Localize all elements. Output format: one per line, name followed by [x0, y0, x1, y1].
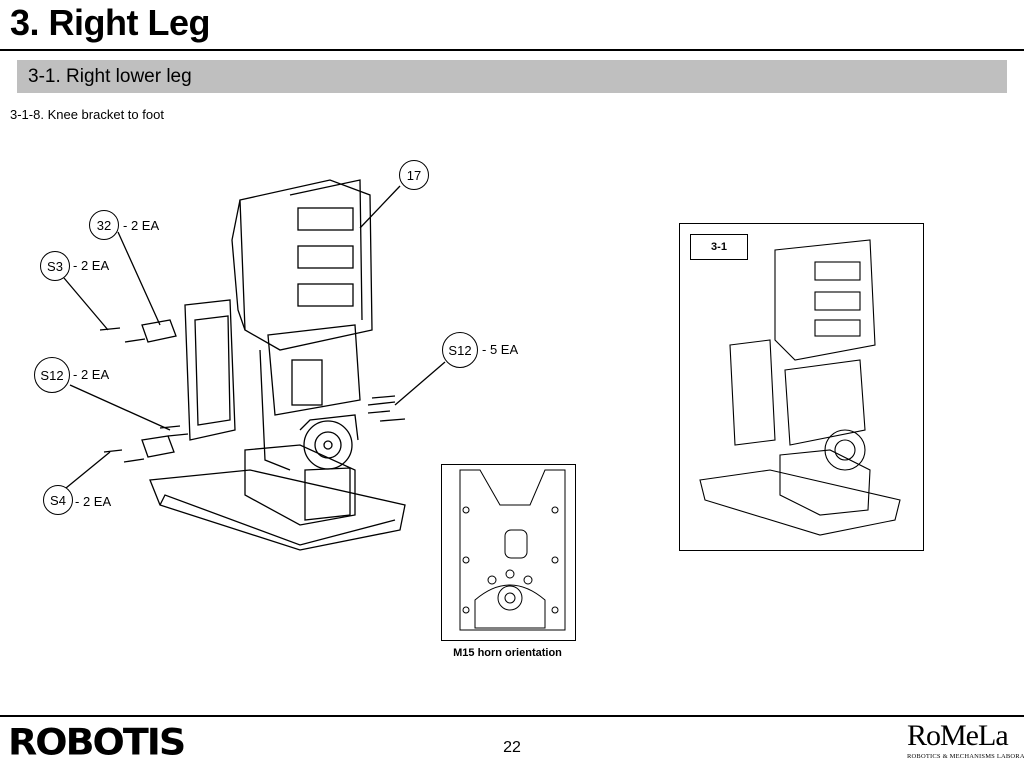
inset-frame — [679, 223, 924, 551]
section-title: 3-1. Right lower leg — [28, 66, 192, 87]
callout-32: 32 — [89, 210, 119, 240]
section-bar — [17, 60, 1007, 93]
callout-s12-right: S12 — [442, 332, 478, 368]
callout-32-qty: - 2 EA — [123, 218, 160, 233]
robotis-logo: ROBOTIS — [8, 721, 186, 763]
callout-32-id: 32 — [96, 217, 112, 233]
page-title: 3. Right Leg — [10, 2, 211, 43]
title-divider — [0, 49, 1024, 51]
romela-logo-word: RoMeLa — [907, 719, 1009, 752]
callout-s12-left-qty: - 2 EA — [73, 367, 110, 382]
callout-s12-right-id: S12 — [448, 342, 472, 358]
romela-logo-subtitle: ROBOTICS & MECHANISMS LABORATORY — [907, 753, 1024, 760]
step-title: 3-1-8. Knee bracket to foot — [10, 107, 164, 122]
callout-s12-left: S12 — [34, 357, 70, 393]
callout-s4: S4 — [43, 485, 73, 515]
romela-logo: RoMeLa ROBOTICS & MECHANISMS LABORATORY — [907, 719, 1024, 761]
footer-divider — [0, 715, 1024, 717]
horn-detail-frame — [441, 464, 576, 641]
callout-s12-left-id: S12 — [40, 367, 64, 383]
callout-s4-qty: - 2 EA — [75, 494, 112, 509]
callout-17: 17 — [399, 160, 429, 190]
callout-s4-id: S4 — [50, 492, 66, 508]
callout-s3-id: S3 — [47, 258, 63, 274]
callout-s12-right-qty: - 5 EA — [482, 342, 519, 357]
callout-s3-qty: - 2 EA — [73, 258, 110, 273]
horn-caption: M15 horn orientation — [453, 647, 562, 659]
page-number: 22 — [503, 739, 521, 756]
inset-label: 3-1 — [690, 234, 748, 260]
callout-17-id: 17 — [406, 167, 422, 183]
callout-s3: S3 — [40, 251, 70, 281]
